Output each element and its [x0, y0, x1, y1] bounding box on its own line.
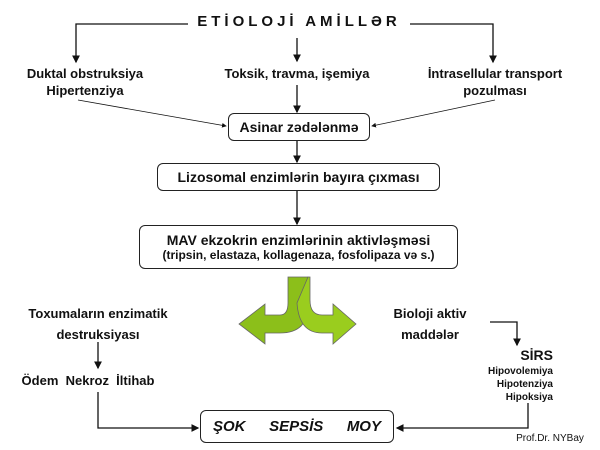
outcome-moy: MOY — [346, 418, 381, 435]
arrow-effects-outcome — [97, 392, 200, 432]
cause-intrasellular: İntrasellular transport pozulması — [415, 65, 575, 99]
sirs: SİRS — [520, 347, 553, 363]
step-sublabel: (tripsin, elastaza, kollagenaza, fosfoli… — [162, 248, 435, 262]
right-branch: Bioloji aktiv maddələr — [380, 303, 480, 345]
author: Prof.Dr. NYBay — [516, 433, 584, 444]
sirs-list: Hipovolemiya Hipotenziya Hipoksiya — [460, 365, 553, 404]
arrow-to-intrasellular — [410, 23, 497, 64]
branch-line: Bioloji aktiv — [393, 306, 467, 321]
cause-line: pozulması — [463, 83, 527, 98]
box-lizosomal: Lizosomal enzimlərin bayıra çıxması — [157, 163, 440, 191]
step-label: MAV ekzokrin enzimlərinin aktivləşməsi — [166, 232, 431, 248]
outcome-sok: ŞOK — [213, 418, 246, 435]
cause-line: Duktal obstruksiya — [26, 66, 144, 81]
arrow-bioloji-sirs — [490, 321, 521, 347]
arrow-sirs-outcome — [395, 403, 529, 432]
step-label: Asinar zədələnmə — [239, 119, 359, 135]
box-asinar: Asinar zədələnmə — [228, 113, 370, 141]
box-mav: MAV ekzokrin enzimlərinin aktivləşməsi(t… — [139, 225, 458, 269]
arrow-duktal-asinar — [77, 99, 227, 128]
sirs-item: Hipovolemiya — [487, 366, 553, 377]
arrow-to-duktal — [72, 23, 188, 64]
split-arrow-right — [296, 276, 357, 345]
arrow-intra-asinar — [371, 99, 496, 128]
branch-line: maddələr — [401, 327, 459, 342]
cause-line: Hipertenziya — [46, 83, 124, 98]
title: ETİOLOJİ AMİLLƏR — [197, 13, 401, 30]
left-branch: Toxumaların enzimatik destruksiyası — [8, 303, 188, 345]
sirs-item: Hipotenziya — [496, 379, 553, 390]
branch-line: destruksiyası — [56, 327, 140, 342]
branch-line: Toxumaların enzimatik — [28, 306, 168, 321]
effects: Ödem Nekroz İltihab — [21, 373, 155, 388]
box-outcome: ŞOK SEPSİS MOY — [200, 410, 394, 443]
cause-toksik: Toksik, travma, işemiya — [224, 66, 370, 81]
step-label: Lizosomal enzimlərin bayıra çıxması — [177, 169, 420, 185]
outcome-sepsis: SEPSİS — [269, 418, 324, 435]
sirs-item: Hipoksiya — [505, 392, 553, 403]
cause-line: İntrasellular transport — [427, 66, 563, 81]
